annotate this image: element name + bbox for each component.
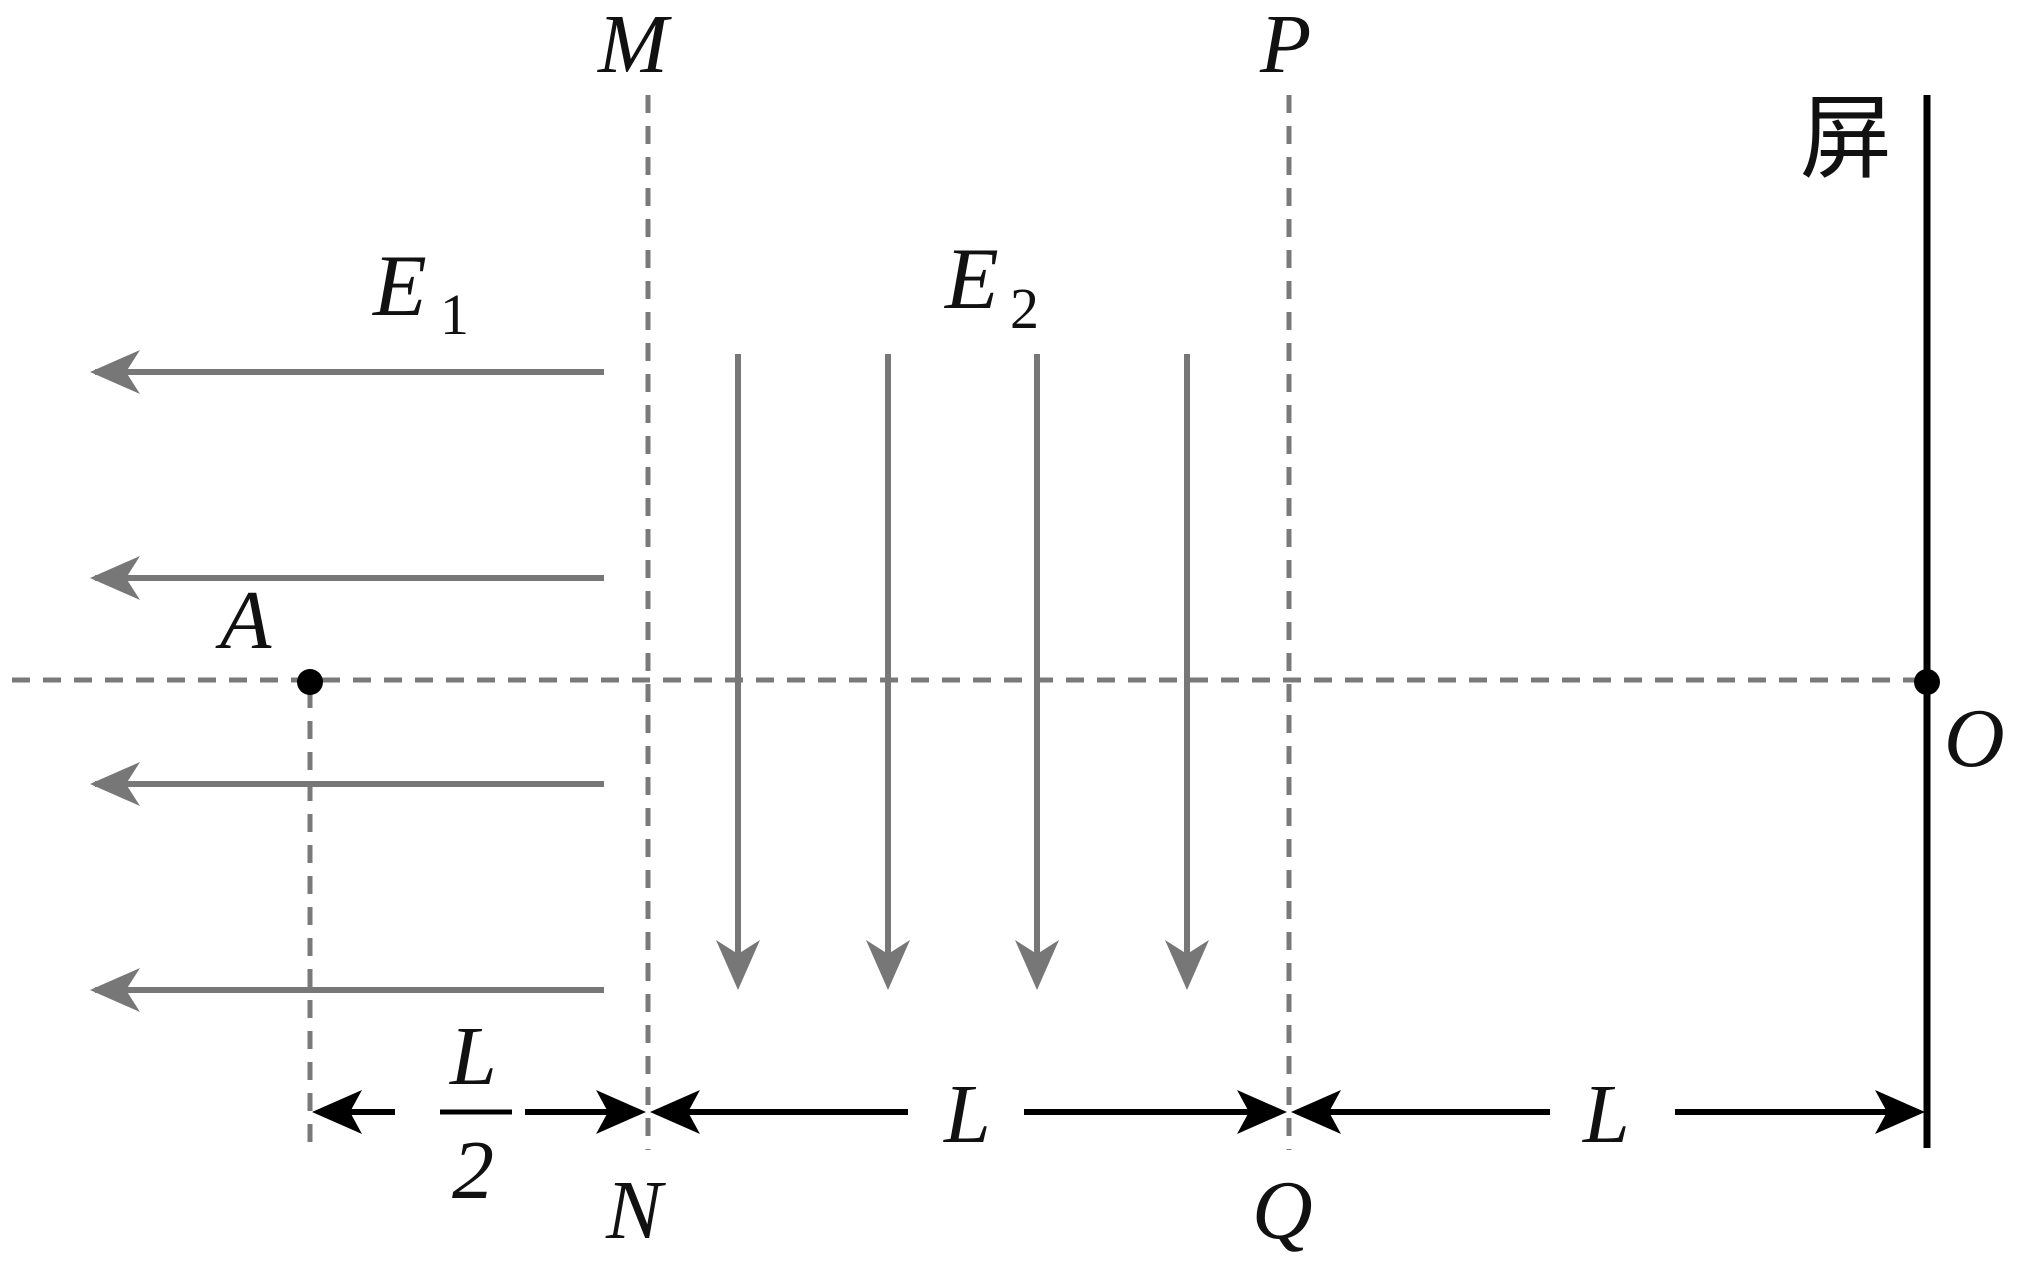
label-e1-sub: 1 [440,282,469,347]
e2-arrowhead [1015,940,1059,990]
point-o [1914,669,1940,695]
label-p: P [1259,0,1311,91]
label-n: N [605,1164,666,1257]
dim-arrowhead [1291,1090,1341,1134]
label-dim-mid: L [943,1068,991,1161]
label-e1: E [371,238,427,335]
dimension-right [1291,1090,1925,1134]
e1-arrowhead [90,556,140,600]
label-e2: E [943,231,999,328]
label-o: O [1944,692,2005,785]
e2-arrowhead [716,940,760,990]
e1-arrowhead [90,968,140,1012]
dim-arrowhead [650,1090,700,1134]
label-e2-sub: 2 [1010,276,1039,341]
dimension-half [312,1090,646,1134]
e2-arrowhead [866,940,910,990]
label-dim-right: L [1582,1068,1630,1161]
dimension-mid [650,1090,1287,1134]
field-e2 [716,354,1209,990]
e1-arrowhead [90,350,140,394]
dim-arrowhead [1875,1090,1925,1134]
dim-arrowhead [1237,1090,1287,1134]
dim-arrowhead [596,1090,646,1134]
e2-arrowhead [1165,940,1209,990]
point-a [297,669,323,695]
e1-arrowhead [90,762,140,806]
field-e1 [90,350,604,1012]
dim-arrowhead [312,1090,362,1134]
label-dim-half-num: L [449,1010,497,1103]
label-q: Q [1252,1164,1313,1257]
label-dim-half-den: 2 [452,1124,494,1217]
label-a: A [215,574,272,667]
label-m: M [597,0,672,91]
label-screen: 屏 [1800,88,1892,190]
